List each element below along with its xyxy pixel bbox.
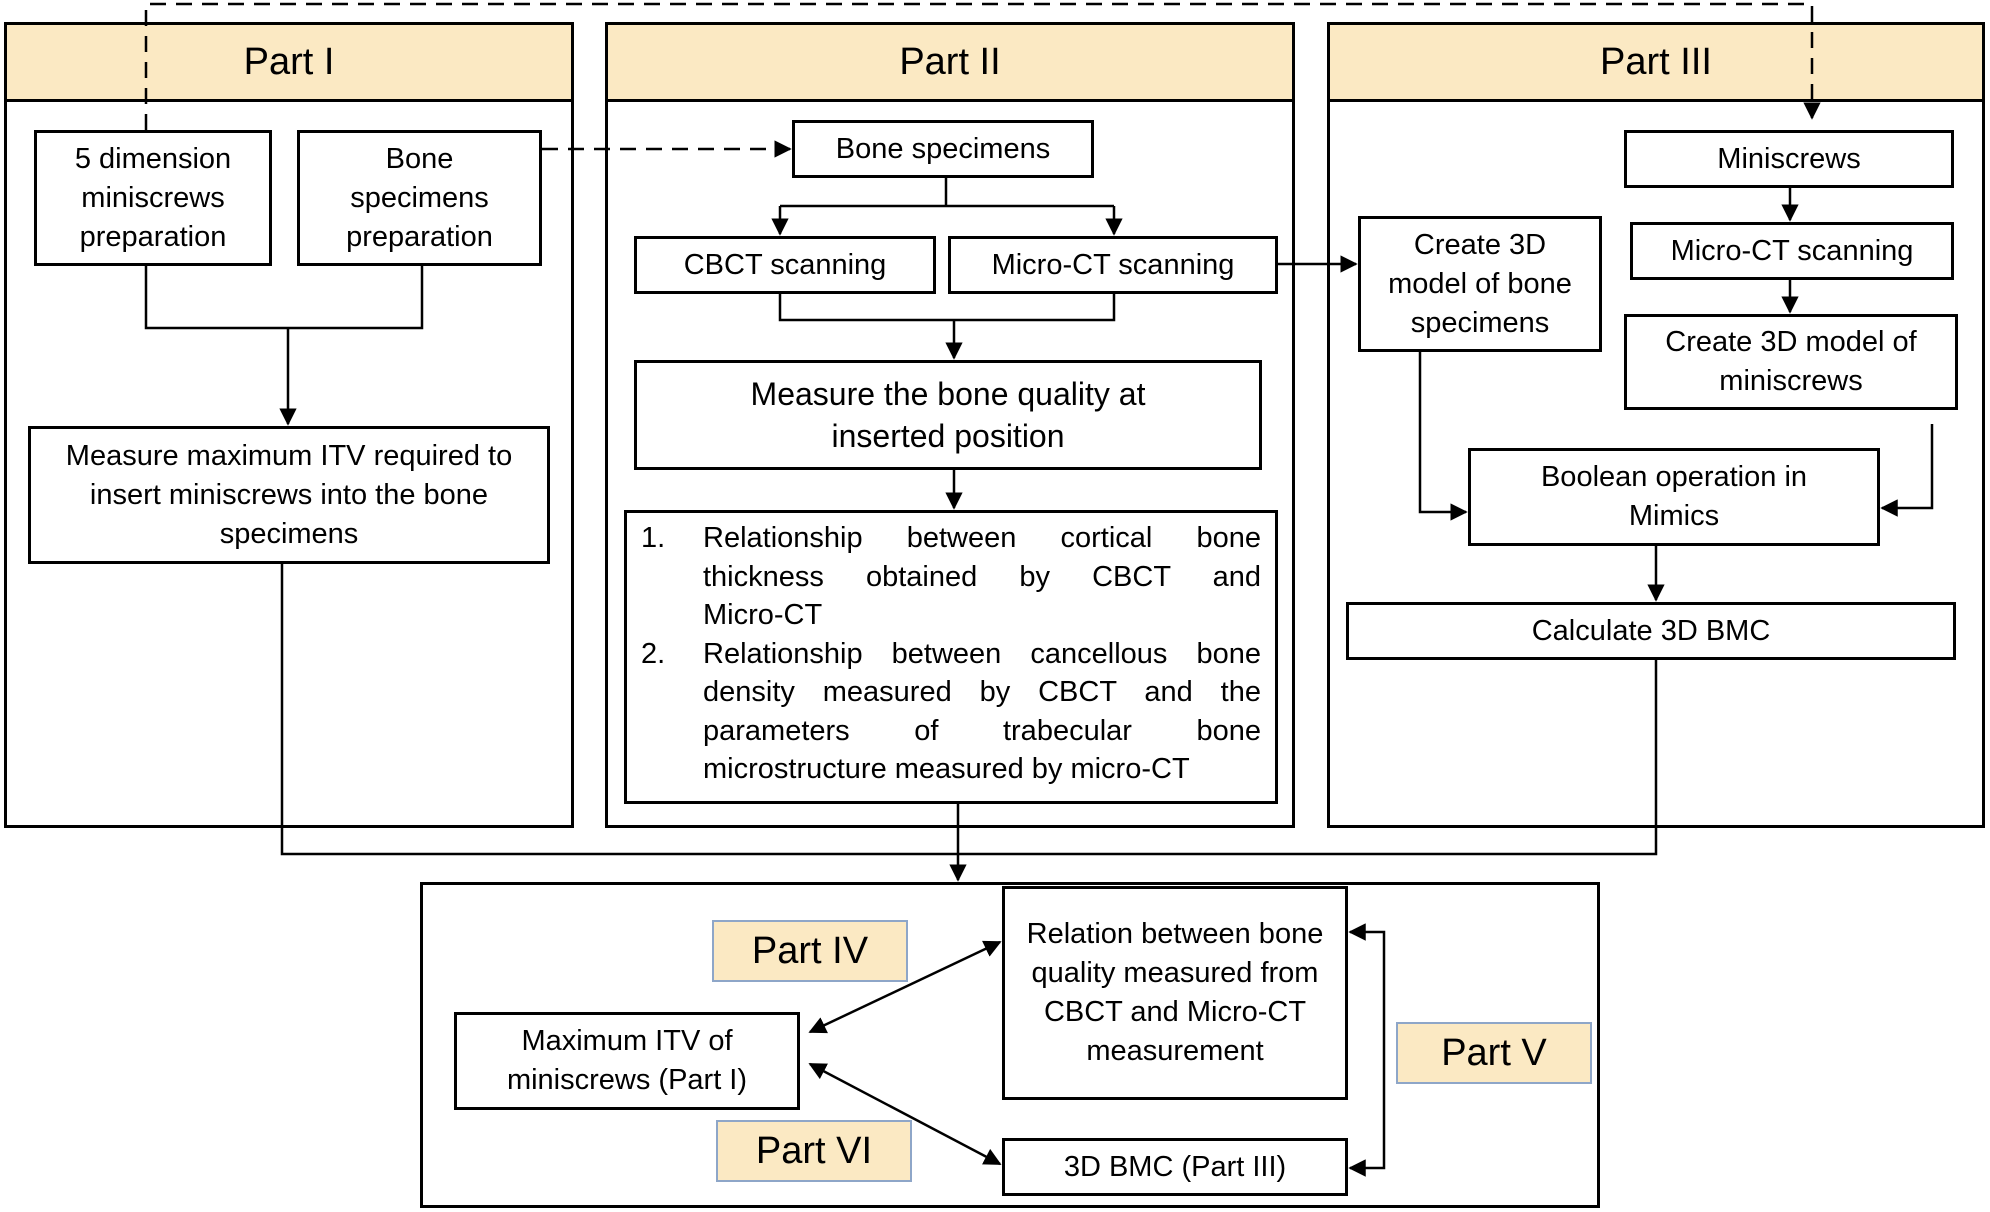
- dashed-connector-top: [144, 2, 1821, 130]
- calculate-bmc-box: Calculate 3D BMC: [1346, 602, 1956, 660]
- arrow-part6: [808, 1062, 1002, 1166]
- connector-model-bone-to-boolean: [1418, 352, 1468, 521]
- item-text-line: thickness obtained by CBCT and: [703, 560, 1261, 593]
- relationship-item-2: 2. Relationship between cancellous bone …: [641, 635, 1261, 789]
- measure-bone-quality-box: Measure the bone quality at inserted pos…: [634, 360, 1262, 470]
- microct-scanning-box-part3: Micro-CT scanning: [1630, 222, 1954, 280]
- item-text-line: Relationship between cortical bone: [703, 522, 1261, 554]
- relationships-list: 1. Relationship between cortical bone th…: [624, 510, 1278, 804]
- bone-specimens-box: Bone specimens: [792, 120, 1094, 178]
- model-miniscrews-box: Create 3D model of miniscrews: [1624, 314, 1958, 410]
- relation-box: Relation between bone quality measured f…: [1002, 886, 1348, 1100]
- item-text-line: microstructure measured by micro-CT: [703, 753, 1190, 785]
- maximum-itv-box: Maximum ITV of miniscrews (Part I): [454, 1012, 800, 1110]
- relationship-item-1: 1. Relationship between cortical bone th…: [641, 519, 1261, 635]
- part1-header: Part I: [4, 22, 574, 102]
- part3-header: Part III: [1327, 22, 1985, 102]
- miniscrews-box: Miniscrews: [1624, 130, 1954, 188]
- connector-model-miniscrews-to-boolean: [1880, 424, 1934, 517]
- arrow-part4: [808, 940, 1002, 1034]
- bone-preparation-box: Bone specimens preparation: [297, 130, 542, 266]
- item-text-line: Relationship between cancellous bone: [703, 637, 1261, 670]
- item-number: 1.: [641, 522, 666, 554]
- measure-itv-box: Measure maximum ITV required to insert m…: [28, 426, 550, 564]
- miniscrews-preparation-box: 5 dimension miniscrews preparation: [34, 130, 272, 266]
- microct-scanning-box-part2: Micro-CT scanning: [948, 236, 1278, 294]
- item-text-line: Micro-CT: [703, 599, 823, 631]
- part2-header: Part II: [605, 22, 1295, 102]
- arrow-part5: [1348, 923, 1386, 1177]
- cbct-scanning-box: CBCT scanning: [634, 236, 936, 294]
- connector-part1-merge: [144, 266, 424, 330]
- boolean-operation-box: Boolean operation in Mimics: [1468, 448, 1880, 546]
- connector-part1-to-summary: [280, 564, 1658, 856]
- item-text-line: parameters of trabecular bone: [703, 714, 1261, 747]
- item-text-line: density measured by CBCT and the: [703, 676, 1261, 708]
- part5-tag: Part V: [1396, 1022, 1592, 1084]
- bmc-box: 3D BMC (Part III): [1002, 1138, 1348, 1196]
- item-number: 2.: [641, 637, 666, 670]
- model-bone-box: Create 3D model of bone specimens: [1358, 216, 1602, 352]
- connector-part2-merge: [778, 294, 1116, 322]
